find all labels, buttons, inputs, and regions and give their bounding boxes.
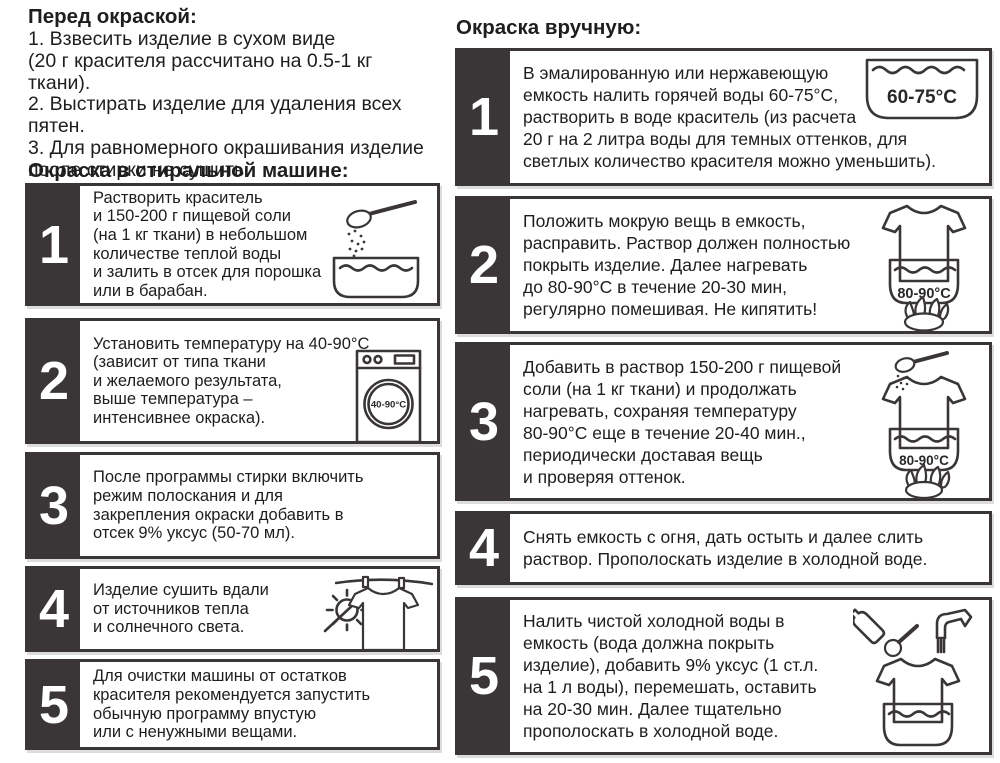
step-number: 4: [458, 514, 510, 582]
pot-temperature-label: 60-75°C: [887, 87, 957, 108]
machine-step-5: 5 Для очистки машины от остатков красите…: [25, 659, 440, 750]
step-text: Установить температуру на 40-90°C (завис…: [93, 334, 370, 427]
step-number: 5: [458, 600, 510, 752]
step-number: 2: [458, 199, 510, 331]
washing-machine-icon: 40-90°C: [355, 349, 422, 444]
step-text: После программы стирки включить режим по…: [93, 468, 364, 543]
step-text: Изделие сушить вдали от источников тепла…: [93, 581, 269, 637]
step-number: 5: [28, 662, 80, 747]
step-text: В эмалированную или нержавеющую емкость …: [523, 63, 936, 171]
hand-dyeing-title: Окраска вручную:: [456, 16, 642, 39]
salt-spoon-and-pot-icon: [332, 200, 420, 299]
machine-step-3: 3 После программы стирки включить режим …: [25, 452, 440, 559]
step-text: Для очистки машины от остатков красителя…: [93, 667, 371, 742]
step-text: Положить мокрую вещь в емкость, расправи…: [523, 211, 851, 319]
machine-dyeing-title: Окраска в стиральной машине:: [28, 159, 349, 182]
before-dyeing-title: Перед окраской:: [28, 5, 197, 28]
hand-step-4: 4 Снять емкость с огня, дать остыть и да…: [455, 511, 992, 585]
hand-step-5: 5 Налить чистой холодной воды в емкость …: [455, 597, 992, 755]
pot-temperature-label: 80-90°C: [899, 453, 949, 468]
step-number: 4: [28, 569, 80, 649]
salt-spoon-shirt-in-pot-on-flame-icon: 80-90°C: [881, 351, 967, 500]
step-text: Добавить в раствор 150-200 г пищевой сол…: [523, 356, 842, 487]
hand-step-2: 2 Положить мокрую вещь в емкость, распра…: [455, 196, 992, 334]
pot-temperature-label: 80-90°C: [897, 286, 951, 302]
hand-step-1: 1 В эмалированную или нержавеющую емкост…: [455, 48, 992, 186]
faucet: [935, 608, 973, 654]
step-number: 3: [458, 345, 510, 498]
shirt-in-pot-on-flame-icon: 80-90°C: [881, 204, 967, 332]
step-text: Растворить краситель и 150-200 г пищевой…: [93, 188, 322, 300]
step-number: 1: [458, 51, 510, 183]
step-number: 2: [28, 321, 80, 441]
step-number: 1: [28, 186, 80, 303]
drum-temperature-label: 40-90°C: [371, 400, 406, 411]
before-dyeing-text: 1. Взвесить изделие в сухом виде (20 г к…: [28, 28, 424, 181]
step-text: Снять емкость с огня, дать остыть и дале…: [523, 527, 928, 569]
vinegar-bottle: [853, 608, 886, 645]
machine-step-4: 4 Изделие сушить вдали от источников теп…: [25, 566, 440, 652]
shirt-on-clothesline-icon: [335, 575, 433, 652]
step-number: 3: [28, 455, 80, 556]
step-text: Налить чистой холодной воды в емкость (в…: [523, 611, 819, 741]
hand-step-3: 3 Добавить в раствор 150-200 г пищевой с…: [455, 342, 992, 501]
machine-step-2: 2 Установить температуру на 40-90°C (зав…: [25, 318, 440, 444]
machine-step-1: 1 Растворить краситель и 150-200 г пищев…: [25, 183, 440, 306]
pot-of-hot-water-icon: 60-75°C: [865, 58, 979, 120]
vinegar-bottle-spoon-faucet-shirt-in-pot-icon: [853, 608, 973, 747]
